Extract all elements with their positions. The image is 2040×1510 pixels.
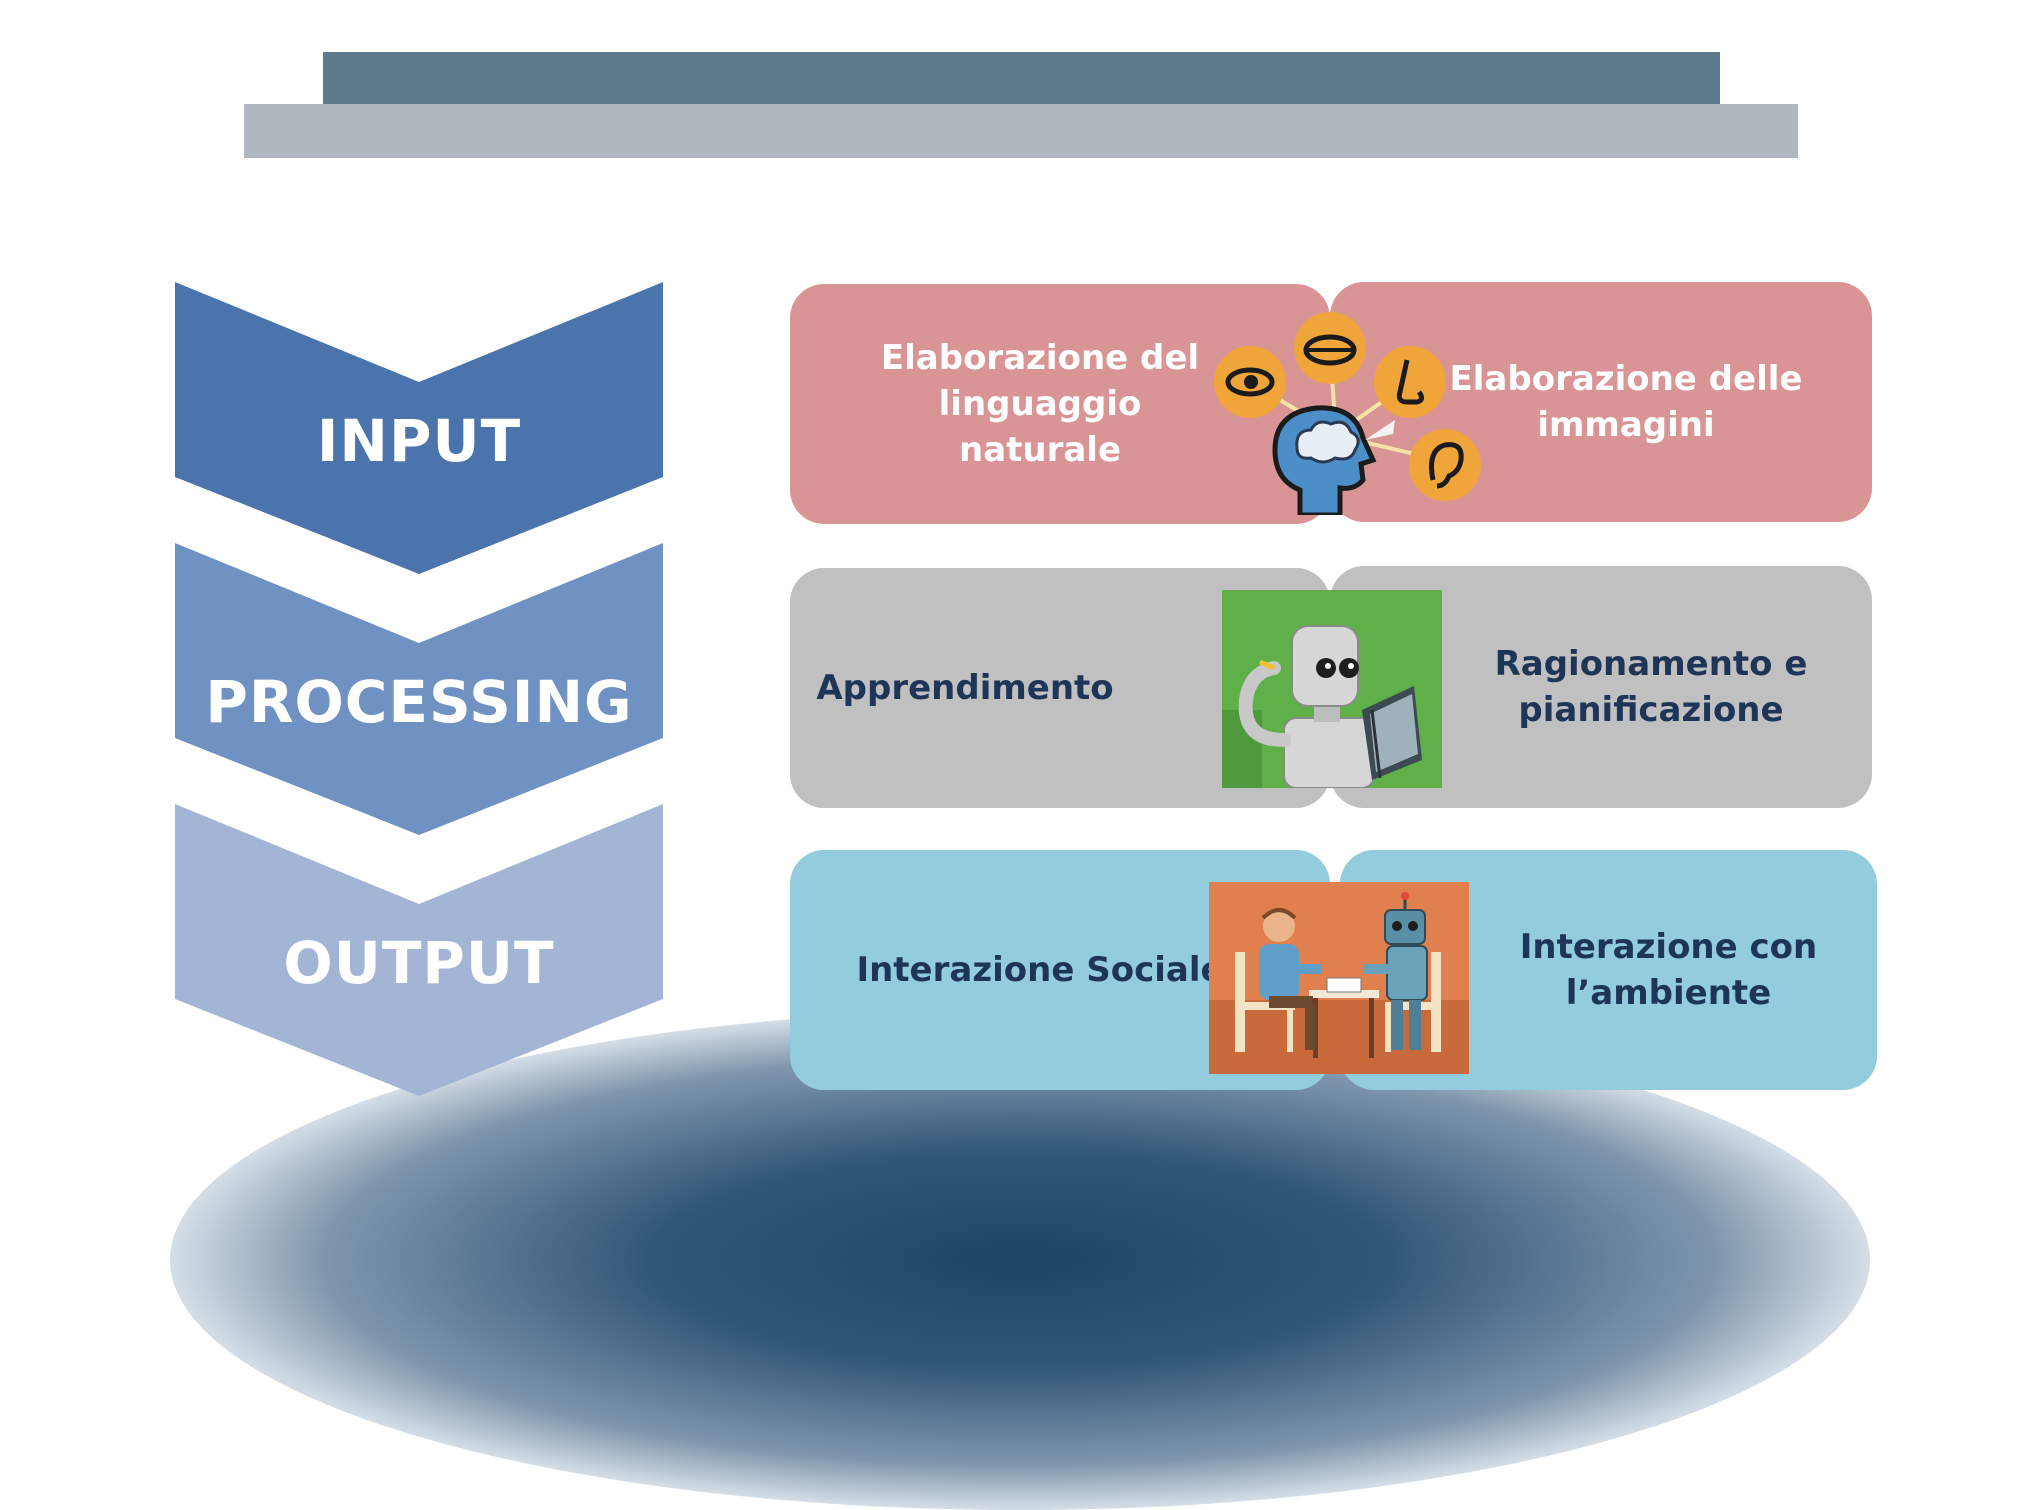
card-vision-text: Elaborazione delle immagini	[1449, 359, 1803, 445]
title-bar-top	[323, 52, 1720, 106]
stage-processing-chevron: PROCESSING	[175, 543, 663, 835]
stage-input-chevron: INPUT	[175, 282, 663, 574]
title-bar-bottom	[244, 104, 1798, 158]
card-social-text: Interazione Sociale	[856, 950, 1224, 990]
card-environment-text: Interazione con l’ambiente	[1519, 927, 1818, 1013]
senses-head-icon	[1214, 312, 1481, 515]
card-nlp: Elaborazione del linguaggio naturale	[790, 284, 1330, 524]
human-robot-chess-illustration	[1209, 882, 1469, 1074]
robot-reading-illustration	[1222, 590, 1442, 788]
card-reasoning-text: Ragionamento e pianificazione	[1494, 644, 1808, 730]
stage-output-label: OUTPUT	[283, 929, 555, 997]
stage-input-label: INPUT	[316, 407, 522, 475]
stage-output-chevron: OUTPUT	[175, 804, 663, 1096]
card-nlp-text: Elaborazione del linguaggio naturale	[880, 338, 1200, 470]
stage-processing-label: PROCESSING	[205, 668, 633, 736]
card-learning-text: Apprendimento	[816, 668, 1114, 708]
